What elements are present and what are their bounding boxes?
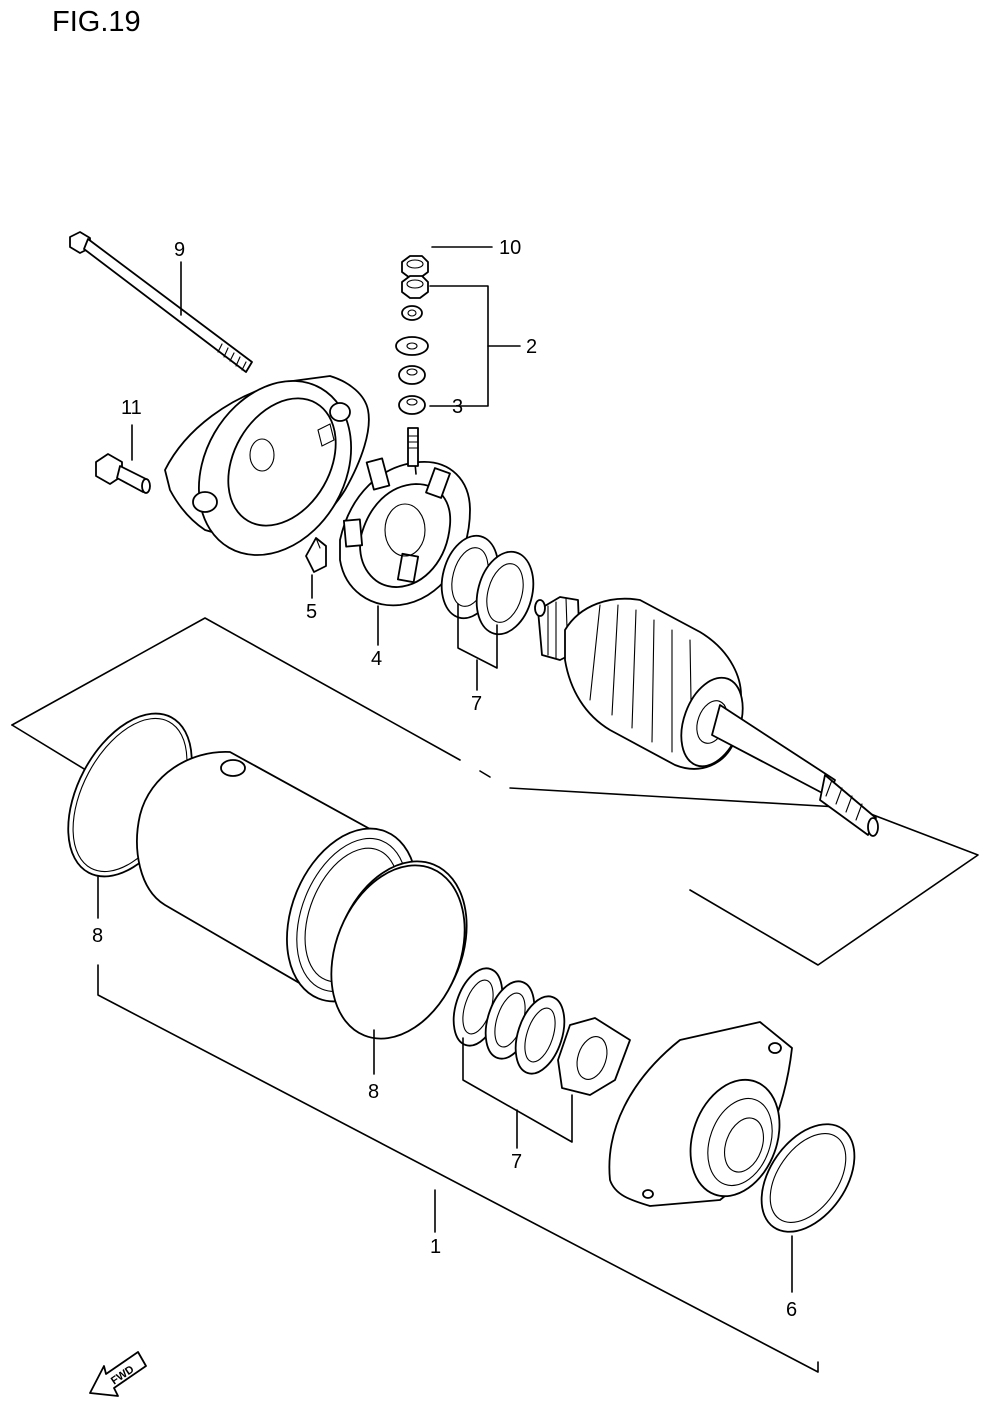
- callout-1: 1: [430, 1236, 441, 1258]
- leader-lines: [97, 246, 819, 1373]
- brush-holder-plate: [339, 427, 471, 607]
- callout-8-right: 8: [368, 1081, 379, 1103]
- upper-shim-pair: [440, 534, 535, 636]
- rear-end-cover: [164, 375, 370, 556]
- callout-5: 5: [306, 601, 317, 623]
- callout-7-upper: 7: [471, 693, 482, 715]
- o-ring-front: [330, 864, 466, 1040]
- callout-2: 2: [526, 336, 537, 358]
- carbon-brush: [305, 537, 327, 573]
- front-seal-ring: [760, 1123, 856, 1233]
- callout-4: 4: [371, 648, 382, 670]
- front-bracket: [608, 1021, 793, 1207]
- assembly-frame: [11, 617, 979, 966]
- callout-7-lower: 7: [511, 1151, 522, 1173]
- through-bolt: [69, 231, 253, 373]
- terminal-hardware-set: [395, 275, 429, 415]
- callout-labels: 9 10 2 3 11 5 4 7 8 8 7 1 6: [92, 237, 797, 1321]
- callout-11: 11: [121, 397, 142, 419]
- figure-title: FIG.19: [52, 6, 141, 38]
- callout-8-left: 8: [92, 925, 103, 947]
- armature: [534, 596, 879, 837]
- terminal-nut-flanged: [401, 255, 429, 279]
- callout-6: 6: [786, 1299, 797, 1321]
- lower-shim-set: [452, 967, 631, 1096]
- callout-9: 9: [174, 239, 185, 261]
- callout-10: 10: [499, 237, 521, 259]
- callout-3: 3: [452, 396, 463, 418]
- fwd-arrow-icon: FWD: [89, 1351, 147, 1397]
- mounting-bolt: [95, 453, 151, 494]
